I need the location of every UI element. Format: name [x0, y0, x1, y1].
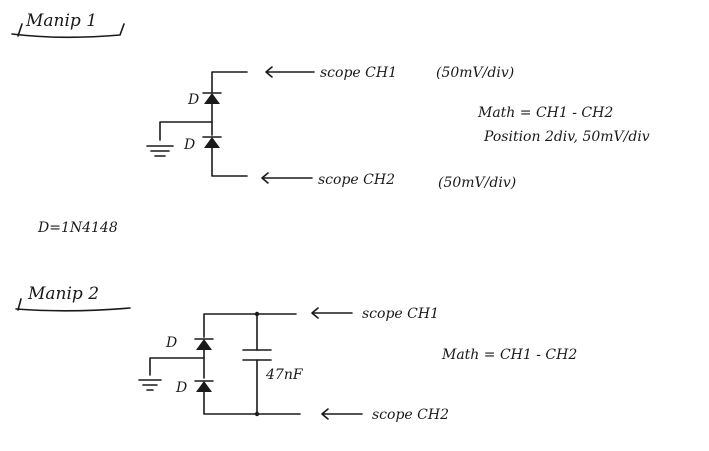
manip2-title-underline [15, 298, 131, 312]
manip1-probe-ch2-scale: (50mV/div) [438, 175, 516, 191]
manip1-math-line2: Position 2div, 50mV/div [483, 129, 650, 145]
manip1-title: Manip 1 [25, 11, 97, 31]
manip2-section: Manip 2 47nF D D [15, 284, 577, 423]
diode-triangle [196, 381, 212, 392]
manip1-diode-top-label: D [187, 92, 199, 108]
manip1-title-underline [11, 23, 125, 39]
manip2-math-line: Math = CH1 - CH2 [441, 347, 577, 363]
manip2-capacitor-label: 47nF [265, 367, 304, 383]
diode-triangle [204, 137, 220, 148]
manip2-diode-top-label: D [165, 335, 177, 351]
manip2-arrow-top [311, 307, 353, 319]
manip2-capacitor [242, 349, 272, 361]
manip2-probe-ch2: scope CH2 [372, 407, 449, 423]
manip1-diode-bottom [202, 136, 222, 148]
manip1-top-wire [211, 71, 248, 93]
manip2-bottom-rail [203, 391, 301, 415]
manip1-section: Manip 1 D D scope CH1 (50mV/div) [11, 11, 650, 191]
manip2-probe-ch1: scope CH1 [362, 306, 439, 322]
manip2-mid-wire [149, 349, 205, 379]
manip1-arrow-top [265, 66, 315, 78]
manip1-probe-ch2: scope CH2 [318, 172, 395, 188]
manip1-math-line1: Math = CH1 - CH2 [477, 105, 613, 121]
manip2-diode-top [194, 338, 214, 350]
diode-triangle [196, 339, 212, 350]
manip2-node-bottom [254, 411, 260, 417]
manip1-mid-wire [159, 103, 213, 141]
manip2-top-rail [203, 313, 297, 338]
manip1-probe-ch1-scale: (50mV/div) [436, 65, 514, 81]
manip2-diode-bottom-label: D [175, 380, 187, 396]
manip1-ground-icon [146, 145, 174, 157]
manip1-arrow-bottom [261, 172, 313, 184]
diode-triangle [204, 93, 220, 104]
manip1-diode-top [202, 92, 222, 104]
manip2-diode-bottom [194, 380, 214, 392]
manip2-arrow-bottom [321, 408, 363, 420]
manip2-title: Manip 2 [27, 284, 99, 304]
manip2-ground-icon [138, 379, 162, 391]
manip1-bottom-wire [211, 147, 248, 177]
manip1-probe-ch1: scope CH1 [320, 65, 397, 81]
diode-part-note: D=1N4148 [37, 220, 118, 236]
manip1-diode-bottom-label: D [183, 137, 195, 153]
